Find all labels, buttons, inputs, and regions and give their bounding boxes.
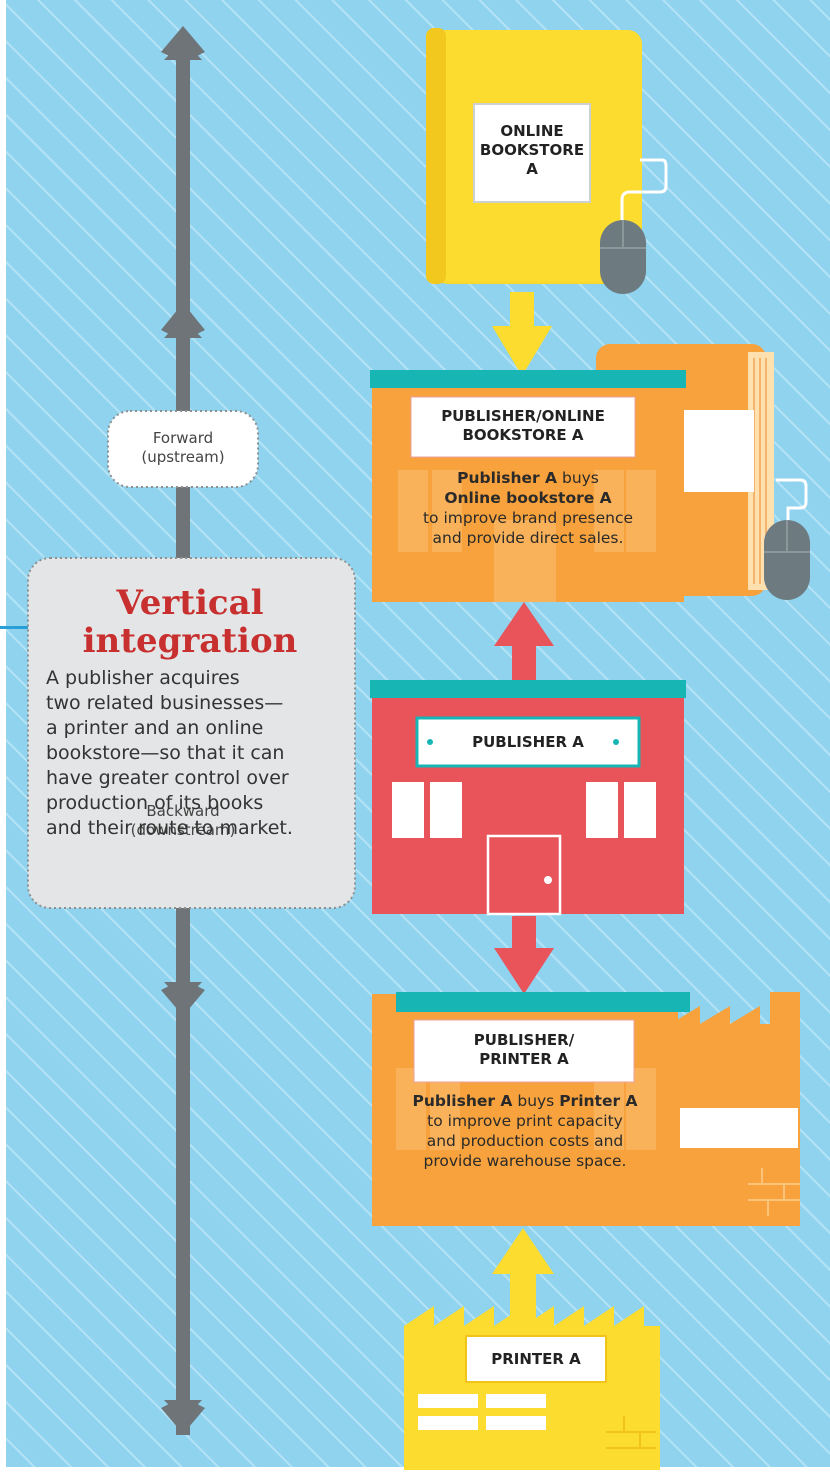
publisher-printer-desc-line4: provide warehouse space. <box>423 1152 627 1170</box>
description-line-5: have greater control over <box>46 767 289 789</box>
publisher-printer-building <box>372 992 690 1226</box>
diagram-title: Vertical integration <box>82 583 298 661</box>
publisher-printer-factory <box>670 992 800 1226</box>
publisher-online-description: Publisher A buys Online bookstore A to i… <box>378 468 678 548</box>
publisher-online-desc-line3: to improve brand presence <box>422 509 634 527</box>
publisher-online-label-line1: PUBLISHER/ONLINE <box>441 407 605 425</box>
publisher-printer-verb: buys <box>512 1092 560 1110</box>
backward-label: Backward (downstream) <box>108 802 258 840</box>
publisher-online-verb: buys <box>557 469 599 487</box>
online-bookstore-line3: A <box>526 160 538 178</box>
printer-factory <box>404 1306 660 1470</box>
publisher-printer-desc-line3: and production costs and <box>426 1132 624 1150</box>
description-line-7: and their route to market. <box>46 817 293 839</box>
description-line-1: A publisher acquires <box>46 667 240 689</box>
publisher-printer-label: PUBLISHER/ PRINTER A <box>414 1031 634 1069</box>
description-line-6: production of its books <box>46 792 264 814</box>
publisher-printer-label-line1: PUBLISHER/ <box>473 1031 575 1049</box>
publisher-online-target: Online bookstore A <box>444 489 612 507</box>
publisher-label: PUBLISHER A <box>472 733 584 751</box>
online-bookstore-line1: ONLINE <box>500 122 564 140</box>
backward-line2: (downstream) <box>130 821 236 839</box>
left-accent-bar <box>0 626 30 629</box>
publisher-online-building <box>370 370 686 602</box>
online-bookstore-line2: BOOKSTORE <box>479 141 585 159</box>
description-text: A publisher acquires two related busines… <box>46 666 352 841</box>
description-line-4: bookstore—so that it can <box>46 742 285 764</box>
publisher-printer-target: Printer A <box>559 1092 638 1110</box>
publisher-online-label: PUBLISHER/ONLINE BOOKSTORE A <box>411 407 635 445</box>
backward-line1: Backward <box>146 802 220 820</box>
upstream-arrow <box>494 602 554 680</box>
publisher-online-label-line2: BOOKSTORE A <box>462 426 584 444</box>
publisher-printer-subject: Publisher A <box>412 1092 513 1110</box>
bookstore-arrow <box>492 292 552 376</box>
online-bookstore-label: ONLINE BOOKSTORE A <box>474 122 590 179</box>
online-bookstore-book <box>426 28 668 294</box>
description-line-3: a printer and an online <box>46 717 264 739</box>
publisher-printer-label-line2: PRINTER A <box>479 1050 569 1068</box>
downstream-arrow <box>494 916 554 994</box>
publisher-printer-desc-line2: to improve print capacity <box>427 1112 623 1130</box>
forward-label: Forward (upstream) <box>108 429 258 467</box>
forward-pill <box>107 410 259 488</box>
forward-line1: Forward <box>152 429 214 447</box>
background-edge <box>0 0 6 1473</box>
printer-label: PRINTER A <box>491 1350 581 1368</box>
description-panel <box>27 557 356 909</box>
publisher-online-desc-line4: and provide direct sales. <box>432 529 624 547</box>
forward-line2: (upstream) <box>141 448 225 466</box>
publisher-building <box>370 680 686 916</box>
publisher-online-subject: Publisher A <box>457 469 558 487</box>
publisher-printer-description: Publisher A buys Printer A to improve pr… <box>374 1091 676 1171</box>
description-line-2: two related businesses— <box>46 692 284 714</box>
